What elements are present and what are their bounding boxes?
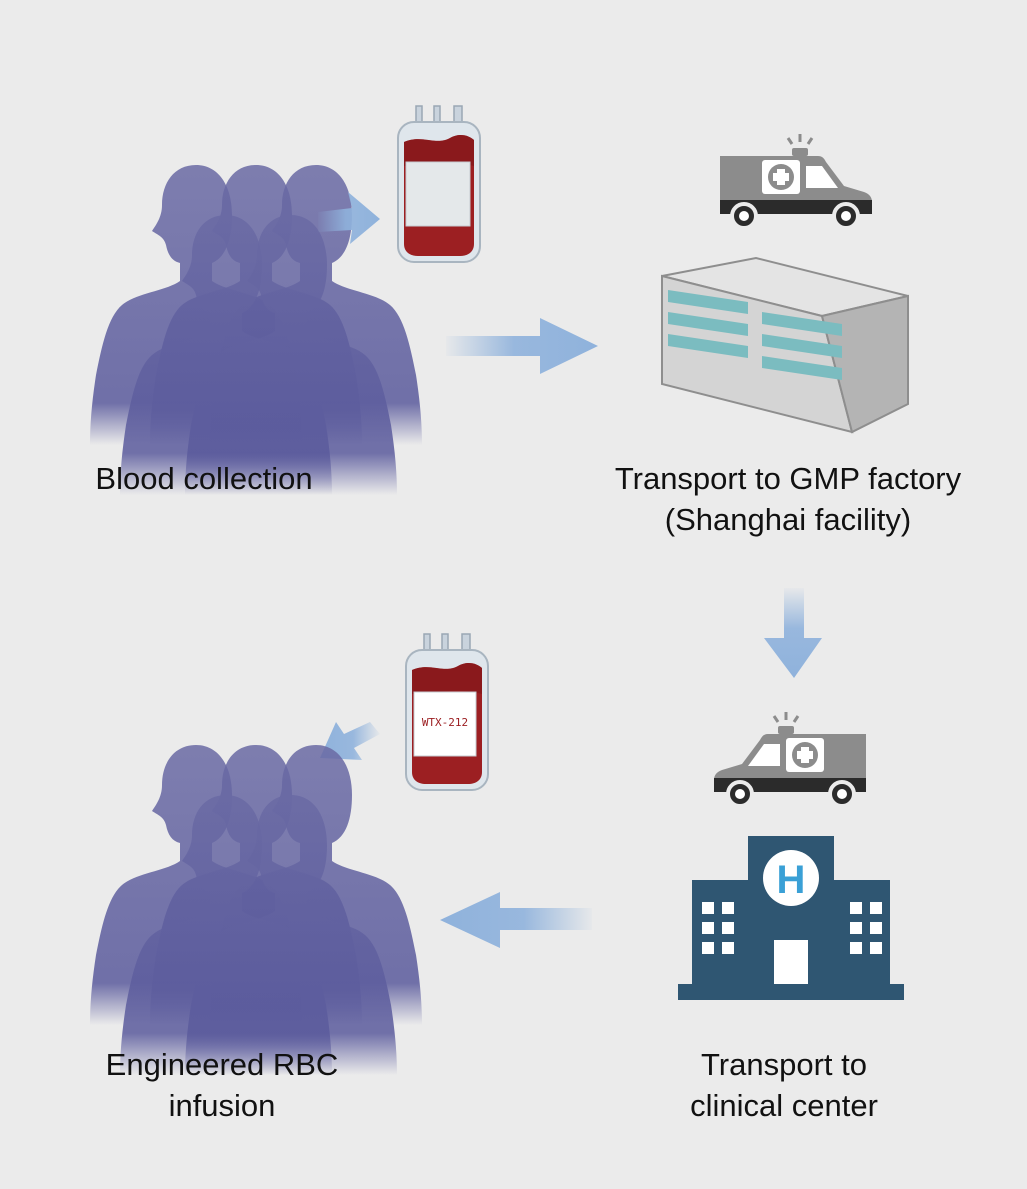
clinical-transport-label: Transport to clinical center (642, 1044, 926, 1126)
infusion-label-line2: infusion (168, 1088, 276, 1123)
clinical-label-line1: Transport to (701, 1047, 867, 1082)
bag-label-text: WTX-212 (422, 716, 468, 729)
ambulance-icon (718, 132, 874, 230)
blood-bag-icon: WTX-212 (405, 633, 489, 791)
factory-building-icon (661, 256, 909, 434)
blood-collection-label: Blood collection (95, 461, 313, 496)
infusion-label-line1: Engineered RBC (105, 1047, 339, 1082)
arrow-icon (318, 192, 380, 244)
arrow-icon (440, 892, 592, 948)
ambulance-icon (712, 710, 868, 808)
arrow-icon (764, 588, 822, 678)
people-silhouettes-icon (90, 745, 422, 1075)
factory-transport-label: Transport to GMP factory (Shanghai facil… (582, 458, 994, 540)
arrow-icon (320, 722, 380, 760)
hospital-building-icon: H (678, 836, 904, 1000)
factory-label-line2: (Shanghai facility) (664, 502, 912, 537)
blood-bag-icon (397, 105, 481, 263)
arrow-icon (446, 318, 598, 374)
infusion-label: Engineered RBC infusion (72, 1044, 372, 1126)
svg-text:H: H (777, 858, 806, 902)
factory-label-line1: Transport to GMP factory (614, 461, 962, 496)
clinical-label-line2: clinical center (690, 1088, 878, 1123)
